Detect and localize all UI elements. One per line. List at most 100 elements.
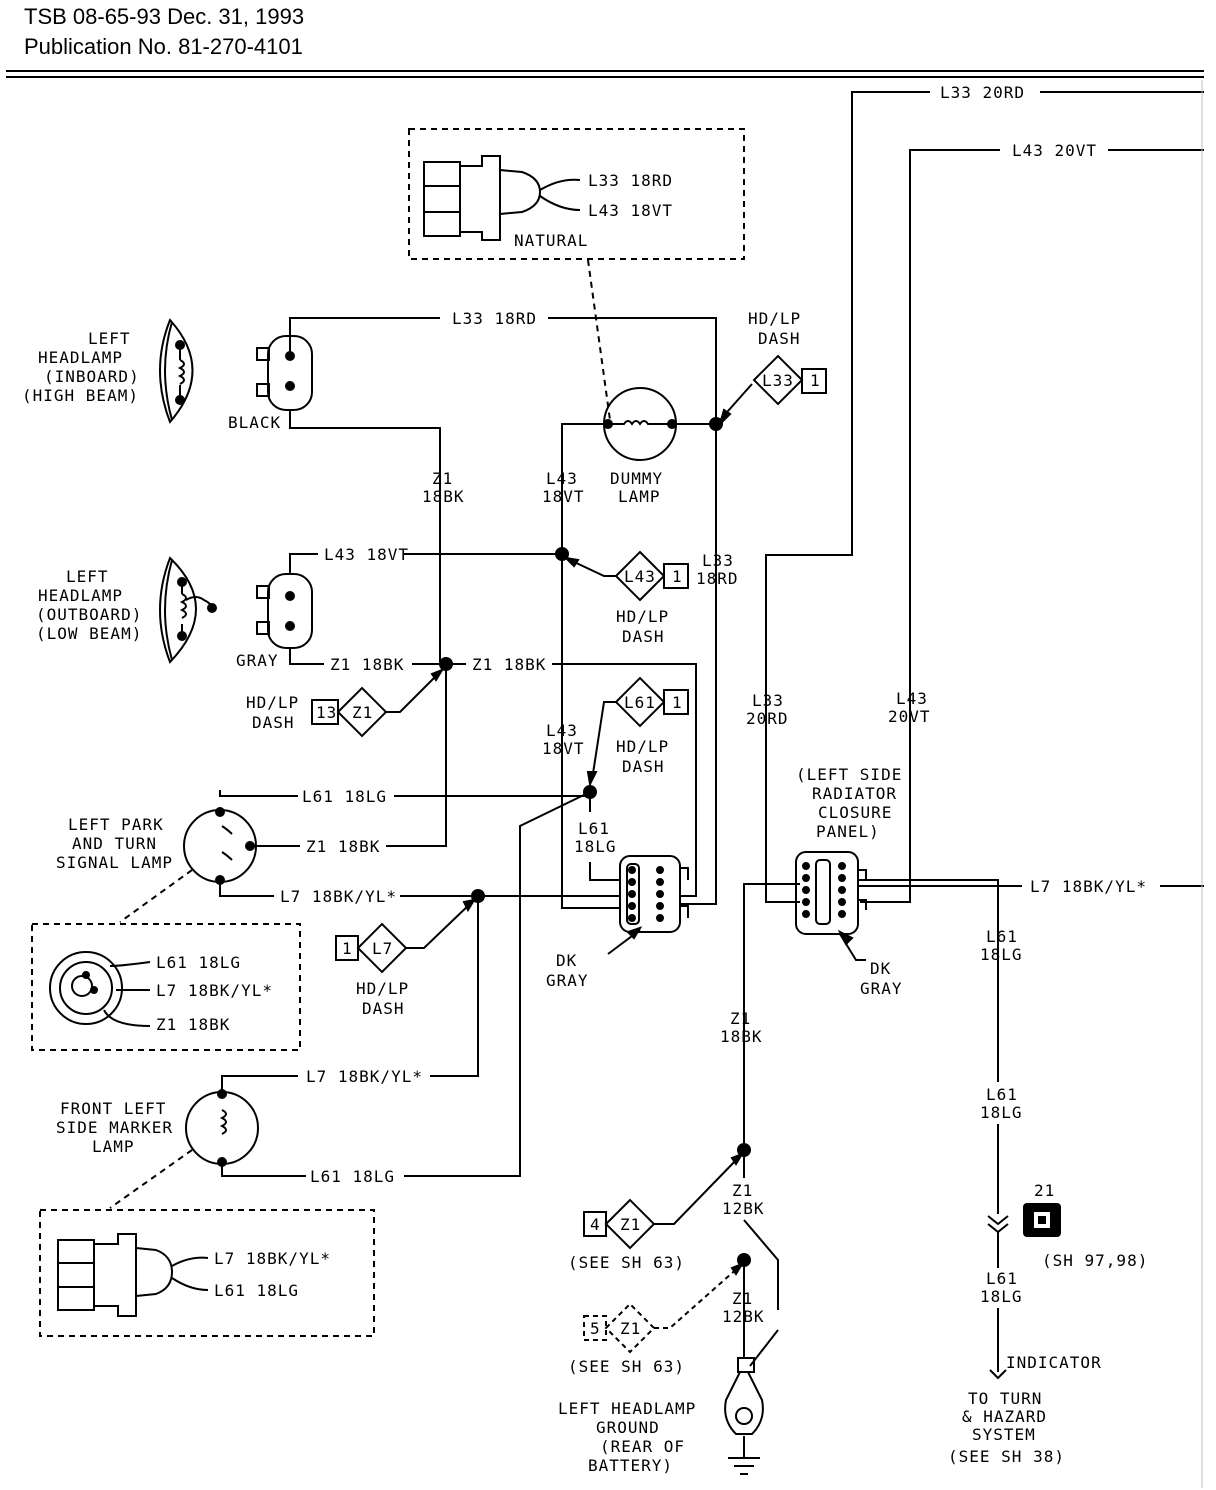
hdlp-dash-label-l7-1: HD/LP bbox=[356, 979, 409, 998]
left-headlamp-outboard: LEFT HEADLAMP (OUTBOARD) (LOW BEAM) bbox=[36, 556, 217, 664]
hdlp-dash-label-l7-2: DASH bbox=[362, 999, 405, 1018]
park-lamp-detail: L61 18LG L7 18BK/YL* Z1 18BK bbox=[31, 923, 301, 1051]
svg-text:Z1: Z1 bbox=[352, 703, 373, 722]
svg-text:1: 1 bbox=[810, 371, 821, 390]
park-turn-label-3: SIGNAL LAMP bbox=[56, 853, 173, 872]
wire-label-z1-12bk-b1: Z1 bbox=[732, 1289, 753, 1308]
turn-hazard-label-2: & HAZARD bbox=[962, 1407, 1047, 1426]
hdlp-dash-label-mid-1: HD/LP bbox=[616, 607, 669, 626]
wire-l61-right: L61 18LG L61 18LG L61 18LG bbox=[980, 927, 1023, 1380]
marker-label-3: LAMP bbox=[92, 1137, 135, 1156]
radiator-label-1: (LEFT SIDE bbox=[796, 765, 902, 784]
park-detail-z1: Z1 18BK bbox=[156, 1015, 230, 1034]
inboard-label-4: (HIGH BEAM) bbox=[22, 386, 139, 405]
indicator-label: INDICATOR bbox=[1006, 1353, 1102, 1372]
radiator-label-2: RADIATOR bbox=[812, 784, 897, 803]
wire-label-l61-18lg-h: L61 18LG bbox=[302, 787, 387, 806]
wire-l33-20rd: L33 20RD bbox=[765, 83, 1204, 903]
wire-label-l33-18rd-v1: L33 bbox=[702, 551, 734, 570]
wire-label-z1-18bk-h: Z1 18BK bbox=[330, 655, 404, 674]
wire-label-l61-right-a2: 18LG bbox=[980, 945, 1023, 964]
connector-ref-z1-13: 13 Z1 HD/LP DASH bbox=[246, 667, 445, 738]
wire-label-l61-right-a1: L61 bbox=[986, 927, 1018, 946]
wire-label-z1-18bk-v2: 18BK bbox=[422, 487, 465, 506]
ground-label-4: BATTERY) bbox=[588, 1456, 673, 1475]
ground-label-3: (REAR OF bbox=[600, 1437, 685, 1456]
wire-label-l43-20vt-v1: L43 bbox=[896, 689, 928, 708]
outboard-label-4: (LOW BEAM) bbox=[36, 624, 142, 643]
z1-5-pin: 5 bbox=[590, 1319, 601, 1338]
wire-l61-18lg: L61 18LG L61 18LG bbox=[219, 785, 620, 1177]
inboard-label-2: HEADLAMP bbox=[38, 348, 123, 367]
wire-label-l61-marker: L61 18LG bbox=[310, 1167, 395, 1186]
wire-l33-18rd: L33 18RD HD/LP DASH L33 18RD bbox=[289, 309, 801, 905]
radiator-label-3: CLOSURE bbox=[818, 803, 892, 822]
connector-dk-gray-left: DK GRAY bbox=[546, 855, 689, 990]
natural-label-l33: L33 18RD bbox=[588, 171, 673, 190]
svg-text:13: 13 bbox=[316, 703, 337, 722]
connector-gray-label: GRAY bbox=[236, 651, 279, 670]
inboard-label-1: LEFT bbox=[88, 329, 131, 348]
wire-label-z1-18bk-v1: Z1 bbox=[432, 469, 453, 488]
svg-text:L7: L7 bbox=[372, 939, 393, 958]
natural-label-l43: L43 18VT bbox=[588, 201, 673, 220]
wire-label-l43-20vt-top: L43 20VT bbox=[1012, 141, 1097, 160]
wire-label-z1-lower-1: Z1 bbox=[730, 1009, 751, 1028]
connector-ref-l43: L43 1 HD/LP DASH bbox=[563, 550, 689, 646]
connector-gray: GRAY L43 18VT Z1 18BK Z1 18BK bbox=[236, 545, 697, 897]
marker-detail-l61: L61 18LG bbox=[214, 1281, 299, 1300]
publication-number: Publication No. 81-270-4101 bbox=[24, 34, 303, 59]
wire-label-l43-18vt-v2: 18VT bbox=[542, 487, 585, 506]
wire-label-z1-12bk-b2: 12BK bbox=[722, 1307, 765, 1326]
inboard-label-3: (INBOARD) bbox=[44, 367, 140, 386]
marker-label-2: SIDE MARKER bbox=[56, 1118, 173, 1137]
dk-gray-left-2: GRAY bbox=[546, 971, 589, 990]
header-rule-top bbox=[6, 70, 1204, 72]
wire-label-z1-lower-2: 18BK bbox=[720, 1027, 763, 1046]
ground-label-2: GROUND bbox=[596, 1418, 660, 1437]
hdlp-dash-label-l61-2: DASH bbox=[622, 757, 665, 776]
see-sh-63-b: (SEE SH 63) bbox=[568, 1357, 685, 1376]
svg-text:1: 1 bbox=[342, 939, 353, 958]
header-rule-bottom bbox=[6, 76, 1204, 78]
svg-text:1: 1 bbox=[672, 693, 683, 712]
dummy-lamp-label-1: DUMMY bbox=[610, 469, 663, 488]
wire-label-l43-18vt-v4: 18VT bbox=[542, 739, 585, 758]
park-detail-l61: L61 18LG bbox=[156, 953, 241, 972]
front-left-side-marker: L7 18BK/YL* L61 18LG FRONT LEFT SIDE MAR… bbox=[56, 896, 479, 1209]
outboard-label-2: HEADLAMP bbox=[38, 586, 123, 605]
dummy-lamp-label-2: LAMP bbox=[618, 487, 661, 506]
sh-97-98-label: (SH 97,98) bbox=[1042, 1251, 1148, 1270]
wire-label-l43-20vt-v2: 20VT bbox=[888, 707, 931, 726]
svg-text:Z1: Z1 bbox=[620, 1215, 641, 1234]
wire-label-l33-20rd-v2: 20RD bbox=[746, 709, 789, 728]
hdlp-dash-label-top-1: HD/LP bbox=[748, 309, 801, 328]
outboard-label-3: (OUTBOARD) bbox=[36, 605, 142, 624]
left-headlamp-ground: LEFT HEADLAMP GROUND (REAR OF BATTERY) bbox=[558, 1357, 764, 1475]
wire-label-l61-right-b1: L61 bbox=[986, 1085, 1018, 1104]
left-park-turn-lamp: Z1 18BK L7 18BK/YL* LEFT PARK AND TURN S… bbox=[56, 664, 620, 923]
dk-gray-right-1: DK bbox=[870, 959, 891, 978]
wire-label-l61-right-c1: L61 bbox=[986, 1269, 1018, 1288]
wire-label-z1-18bk-h2: Z1 18BK bbox=[472, 655, 546, 674]
wire-label-z1-12bk-a2: 12BK bbox=[722, 1199, 765, 1218]
connector-ref-z1-5 bbox=[583, 1265, 741, 1354]
wire-label-l33-20rd-v1: L33 bbox=[752, 691, 784, 710]
wire-label-l43-18vt-h: L43 18VT bbox=[324, 545, 409, 564]
wire-label-l43-18vt-v1: L43 bbox=[546, 469, 578, 488]
see-sh-63-a: (SEE SH 63) bbox=[568, 1253, 685, 1272]
turn-hazard-label-1: TO TURN bbox=[968, 1389, 1042, 1408]
wire-l43-20vt: L43 20VT bbox=[860, 141, 1204, 903]
splice-21-label: 21 bbox=[1034, 1181, 1055, 1200]
hdlp-dash-label-z1-1: HD/LP bbox=[246, 693, 299, 712]
radiator-label-4: PANEL) bbox=[816, 822, 880, 841]
wire-label-l7-18bk-yl: L7 18BK/YL* bbox=[280, 887, 397, 906]
connector-ref-z1-4: 4 Z1 (SEE SH 63) bbox=[568, 1151, 745, 1272]
wire-z1-ground: Z1 18BK Z1 12BK Z1 12BK bbox=[720, 883, 800, 1367]
svg-text:L61: L61 bbox=[624, 693, 656, 712]
connector-ref-l33: L33 1 bbox=[717, 354, 827, 428]
hdlp-dash-label-l61-1: HD/LP bbox=[616, 737, 669, 756]
natural-label: NATURAL bbox=[514, 231, 588, 250]
wire-label-l7-marker: L7 18BK/YL* bbox=[306, 1067, 423, 1086]
